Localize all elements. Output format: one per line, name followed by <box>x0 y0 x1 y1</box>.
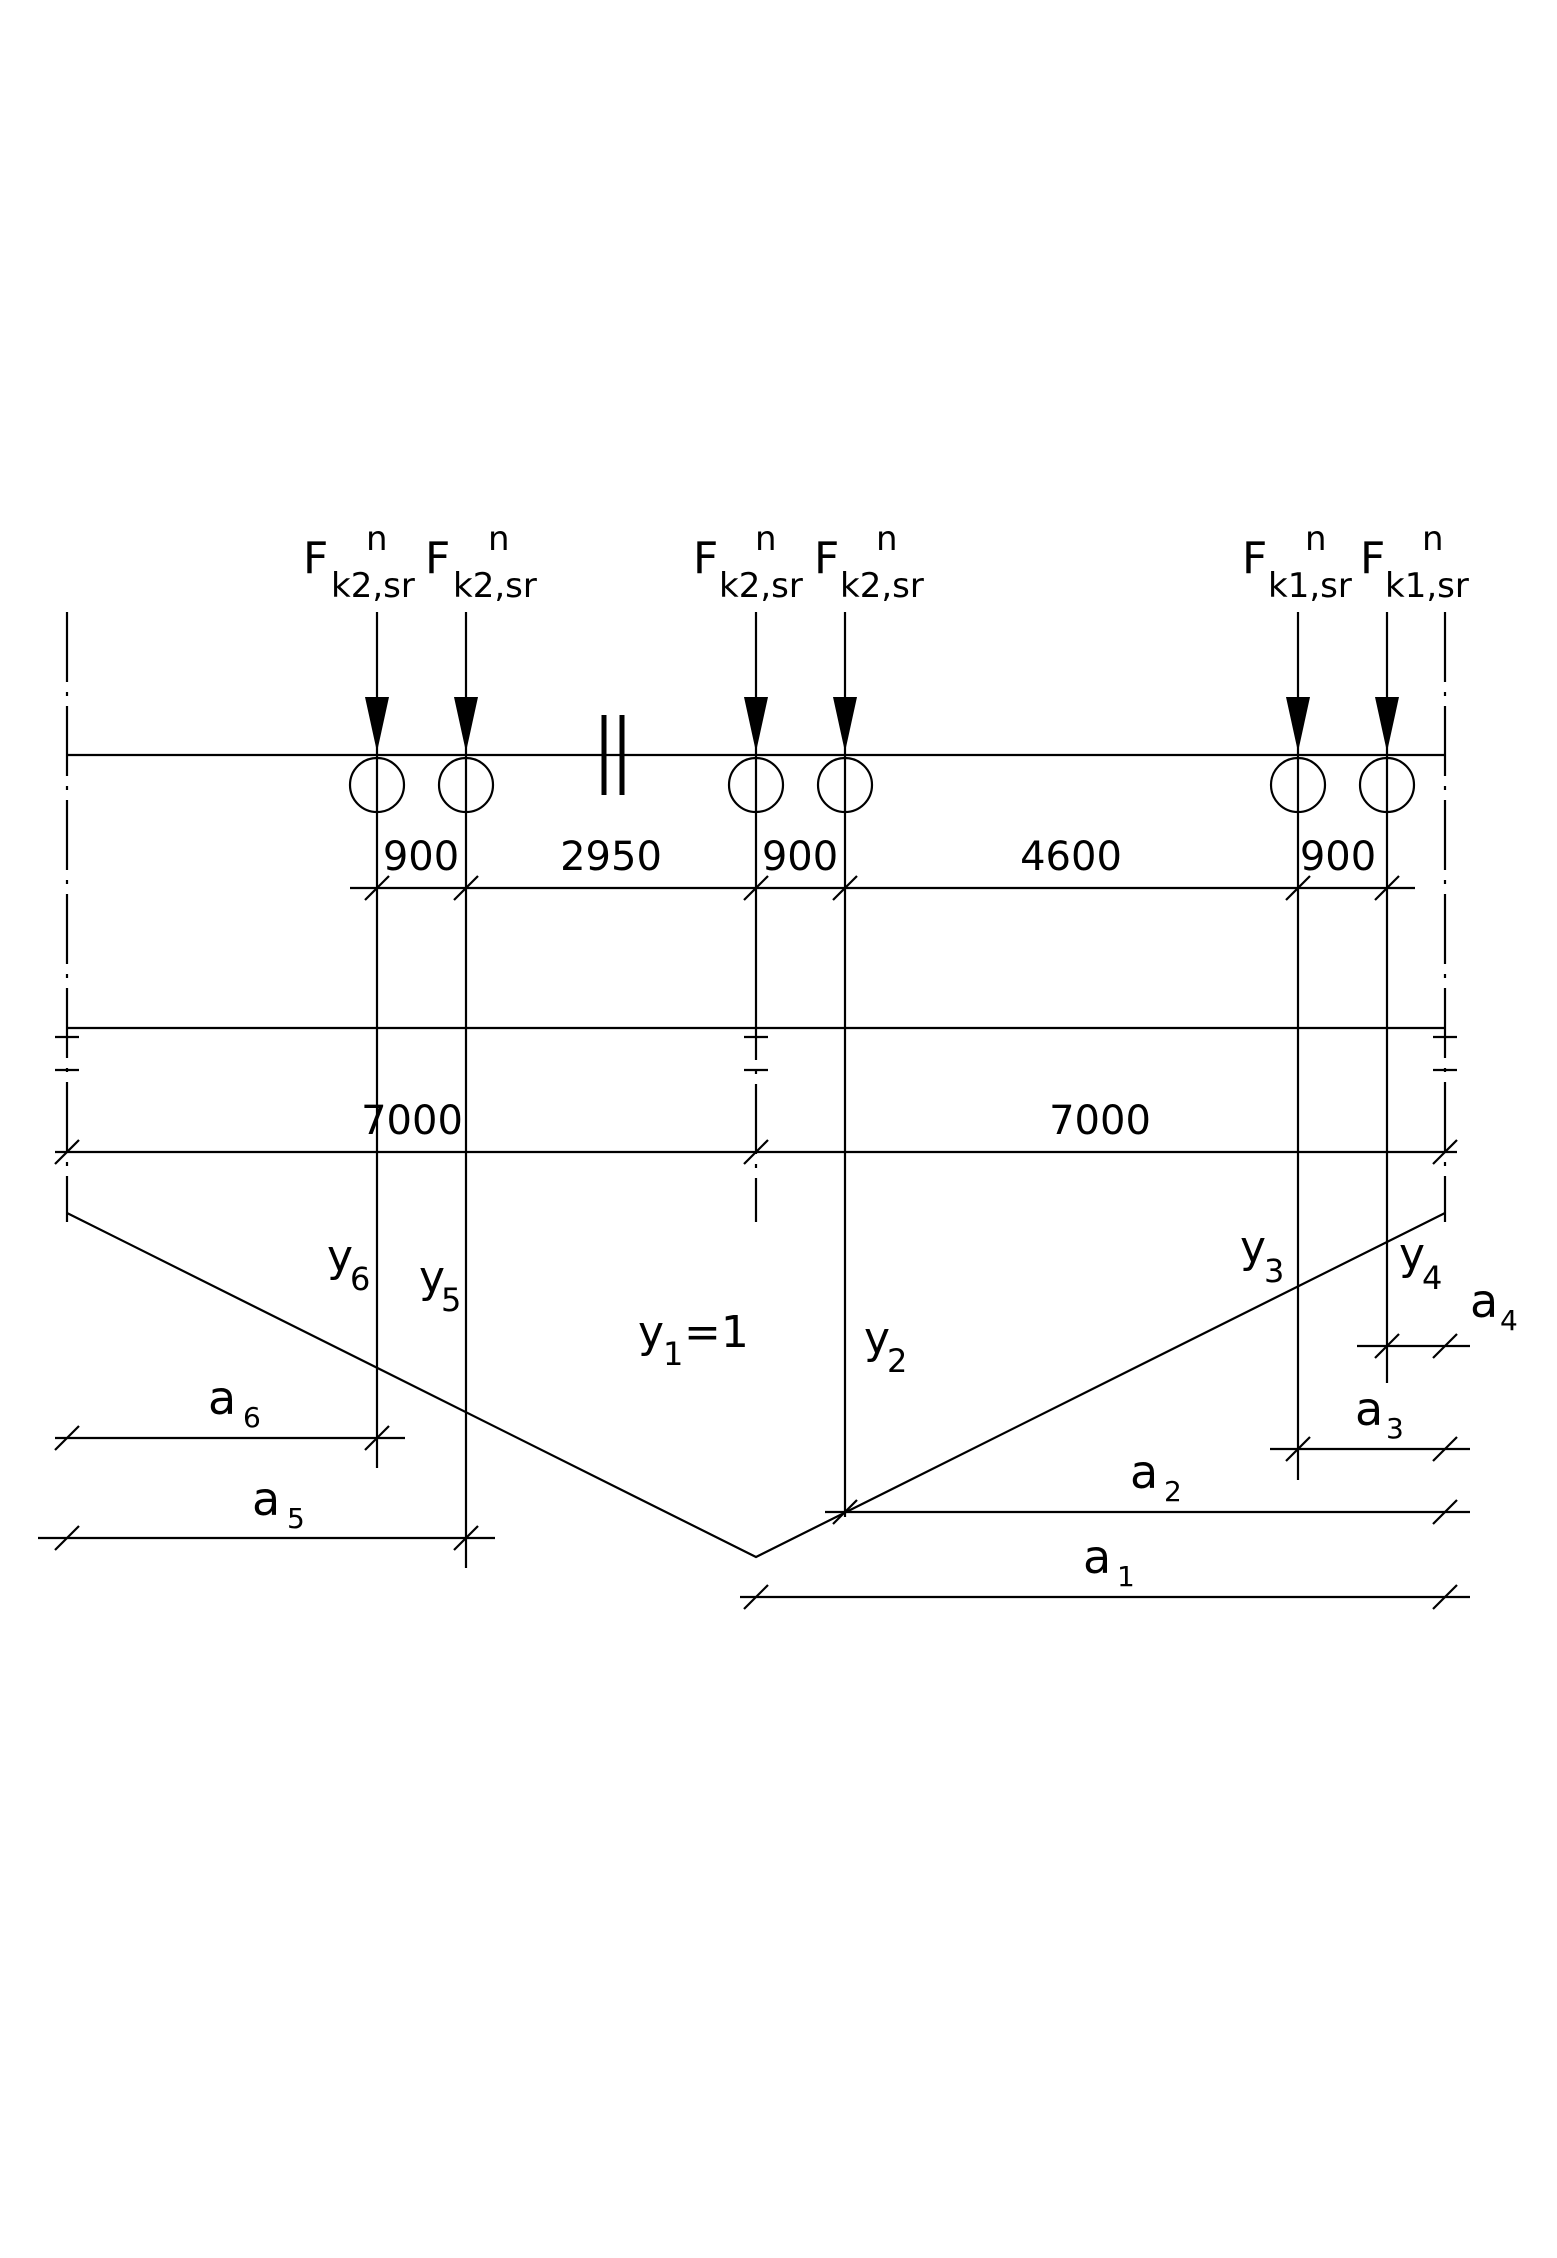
dimension-tick <box>364 875 390 901</box>
span-label: 7000 <box>361 1098 463 1144</box>
load-label-1: Fk2,srn <box>303 519 415 606</box>
spacing-label: 900 <box>762 834 838 880</box>
wheel <box>816 756 874 814</box>
load-arrow <box>744 697 768 752</box>
wheel <box>348 756 406 814</box>
span-dimensions: 7000 7000 <box>54 1098 1458 1165</box>
dimension-tick <box>832 875 858 901</box>
dimension-tick <box>832 1499 858 1525</box>
ordinate-y3: y3 <box>1240 1222 1284 1290</box>
dimension-tick <box>54 1425 80 1451</box>
dimension-tick <box>1374 875 1400 901</box>
load-arrow <box>454 697 478 752</box>
ordinate-y4: y4 <box>1399 1229 1442 1297</box>
ordinate-y5: y5 <box>419 1252 461 1319</box>
wheel <box>1358 756 1416 814</box>
ordinate-y1: y1=1 <box>638 1307 749 1373</box>
dimension-tick <box>453 1525 479 1551</box>
load-label-3: Fk2,srn <box>693 519 803 606</box>
dimension-tick <box>1432 1499 1458 1525</box>
wheel <box>1269 756 1327 814</box>
dimension-tick <box>1285 1436 1311 1462</box>
dimension-tick <box>743 1139 769 1165</box>
load-arrow <box>833 697 857 752</box>
dimension-tick <box>1374 1333 1400 1359</box>
spacing-label: 900 <box>1300 834 1376 880</box>
dimension-tick <box>743 1584 769 1610</box>
dimension-tick <box>364 1425 390 1451</box>
ordinate-y2: y2 <box>864 1313 907 1380</box>
dimension-tick <box>1432 1139 1458 1165</box>
spacing-label: 2950 <box>560 834 662 880</box>
span-label: 7000 <box>1049 1098 1151 1144</box>
wheel-spacing-dimensions: 900 2950 900 4600 900 <box>350 834 1415 901</box>
spacing-label: 4600 <box>1020 834 1122 880</box>
load-labels: Fk2,srn Fk2,srn Fk2,srn Fk2,srn Fk1,srn … <box>303 519 1469 606</box>
load-arrow <box>1375 697 1399 752</box>
spacing-label: 900 <box>383 834 459 880</box>
dimension-tick <box>1432 1584 1458 1610</box>
ordinate-labels: y1=1 y2 y3 y4 y5 y6 <box>327 1222 1442 1380</box>
load-label-4: Fk2,srn <box>814 519 924 606</box>
load-arrow <box>1286 697 1310 752</box>
dimension-tick <box>453 875 479 901</box>
distance-a4: a4 <box>1470 1274 1518 1337</box>
dimension-tick <box>1432 1436 1458 1462</box>
wheel <box>727 756 785 814</box>
ordinate-y6: y6 <box>327 1231 370 1298</box>
distance-a3: a3 <box>1355 1382 1404 1445</box>
crane-wheels <box>348 612 1416 1568</box>
load-arrow <box>365 697 389 752</box>
influence-line <box>66 1212 1446 1559</box>
wheel <box>437 756 495 814</box>
dimension-tick <box>54 1525 80 1551</box>
dimension-tick <box>1432 1333 1458 1359</box>
dimension-tick <box>1285 875 1311 901</box>
dimension-tick <box>54 1139 80 1165</box>
load-label-5: Fk1,srn <box>1242 519 1352 606</box>
load-label-6: Fk1,srn <box>1360 519 1469 606</box>
dimension-tick <box>743 875 769 901</box>
load-label-2: Fk2,srn <box>425 519 537 606</box>
